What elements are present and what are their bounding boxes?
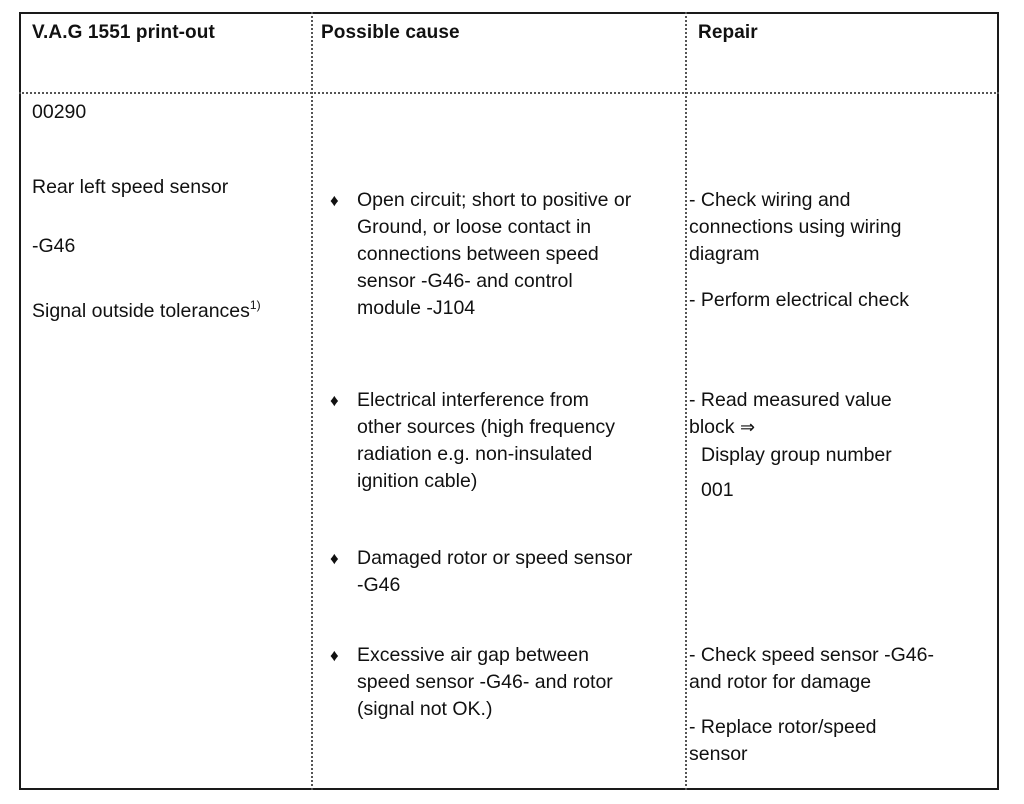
repair-display-group: Display group number (701, 444, 892, 466)
repair-check-sensor: - Check speed sensor -G46- and rotor for… (689, 644, 934, 693)
diamond-bullet-icon: ♦ (330, 391, 339, 410)
diamond-bullet-icon: ♦ (330, 549, 339, 568)
repair-check-wiring: - Check wiring and connections using wir… (689, 189, 902, 265)
cause-text: Electrical interference from other sourc… (357, 389, 615, 492)
repair-replace-rotor: - Replace rotor/speed sensor (689, 716, 877, 765)
repair-electrical-check: - Perform electrical check (689, 289, 909, 311)
cause-text: Damaged rotor or speed sensor -G46 (357, 547, 633, 596)
repair-group-number: 001 (701, 479, 734, 501)
repair-read-block: - Read measured value block ⇒ (689, 387, 989, 441)
footnote-marker: 1) (249, 298, 261, 312)
header-printout: V.A.G 1551 print-out (32, 22, 215, 43)
diamond-bullet-icon: ♦ (330, 646, 339, 665)
header-possible-cause: Possible cause (321, 22, 460, 43)
cause-item: ♦ Excessive air gap between speed sensor… (330, 642, 675, 723)
diamond-bullet-icon: ♦ (330, 191, 339, 210)
fault-condition: Signal outside tolerances1) (32, 292, 261, 325)
table-frame (19, 12, 999, 790)
column-divider-1 (311, 12, 313, 790)
header-divider (19, 92, 999, 94)
cause-item: ♦ Electrical interference from other sou… (330, 387, 675, 495)
fault-component: Rear left speed sensor (32, 176, 229, 198)
right-arrow-icon: ⇒ (739, 417, 756, 437)
cause-text: Excessive air gap between speed sensor -… (357, 644, 613, 720)
cause-text: Open circuit; short to positive or Groun… (357, 189, 632, 319)
column-divider-2 (685, 12, 687, 790)
repair-read-block-text: - Read measured value block (689, 389, 892, 438)
header-repair: Repair (698, 22, 758, 43)
cause-item: ♦ Open circuit; short to positive or Gro… (330, 187, 675, 322)
fault-code: 00290 (32, 101, 87, 123)
fault-condition-text: Signal outside tolerances (32, 300, 250, 322)
cause-item: ♦ Damaged rotor or speed sensor -G46 (330, 545, 675, 599)
fault-part: -G46 (32, 235, 76, 257)
